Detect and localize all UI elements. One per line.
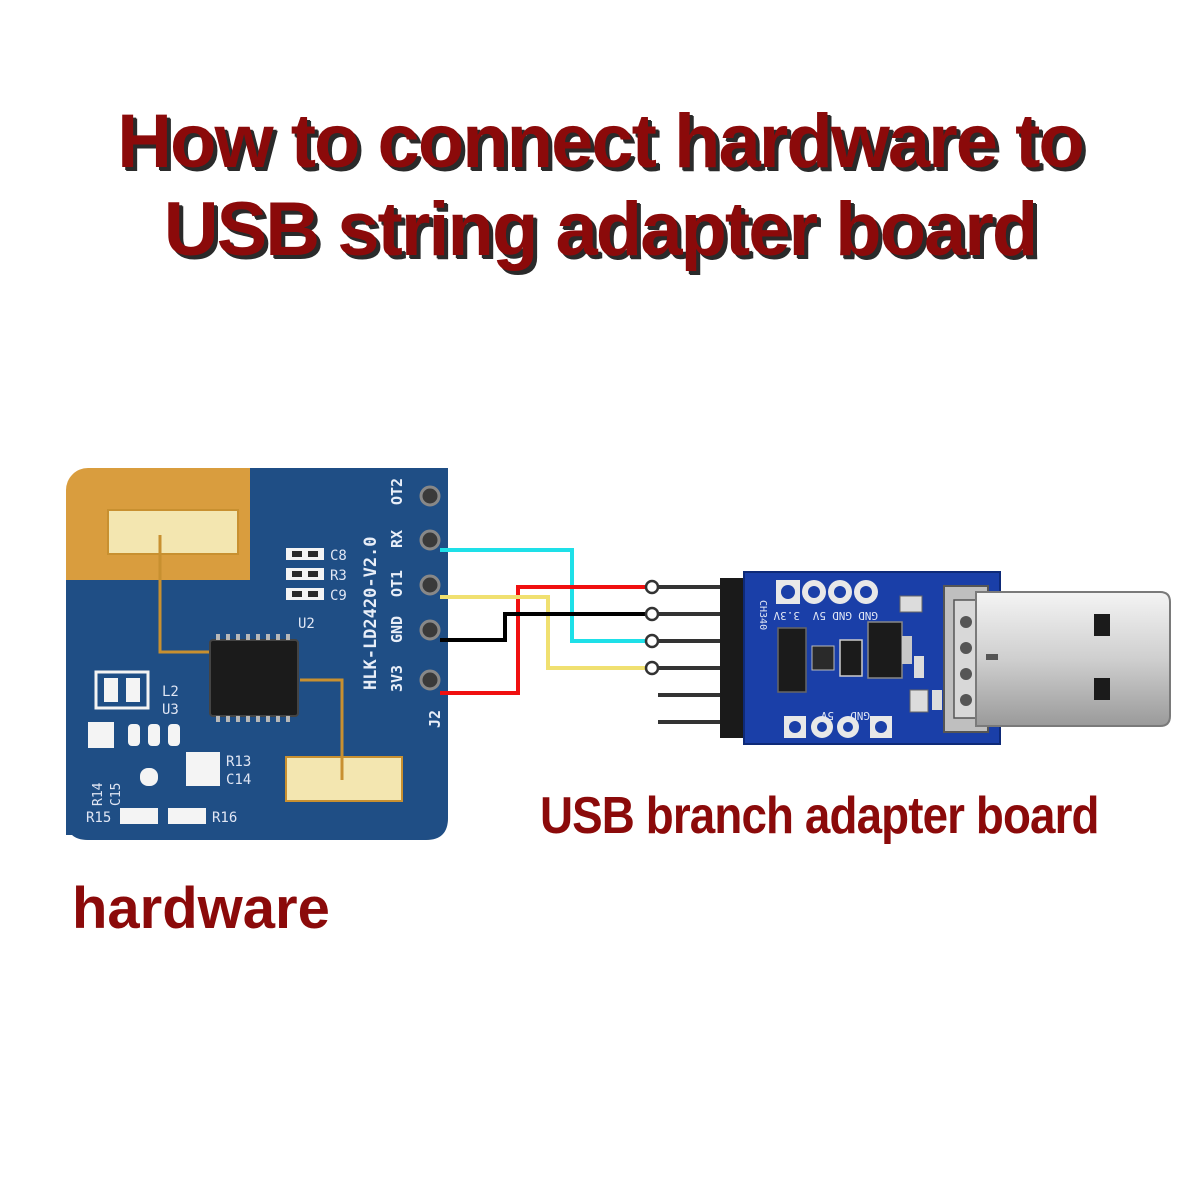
adapter-header-pins [658,585,722,724]
adapter-label-5v: 5V [812,609,826,622]
header-label-j2: J2 [426,710,444,728]
component-label-r3: R3 [330,568,347,584]
pin-label-3v3: 3V3 [388,665,406,692]
chip-label-u2: U2 [298,616,315,632]
wire-gnd-black [440,612,646,642]
component-label-u3: U3 [162,702,179,718]
voltage-regulator [867,621,903,679]
adapter-label-gnd-1: GND [832,609,852,622]
antenna-patch-top [107,509,239,555]
component-label-c9: C9 [330,588,347,604]
wire-ot1-yellow [440,595,646,670]
pin-label-ot2: OT2 [388,478,406,505]
hardware-caption: hardware [72,876,330,941]
pin-label-ot1: OT1 [388,570,406,597]
adapter-label-3v3: 3.3V [773,609,800,622]
usb-a-plug [943,585,1171,733]
wire-terminals [644,579,660,676]
component-label-r16: R16 [212,810,237,826]
component-label-c15: C15 [109,783,124,806]
title-line-1: How to connect hardware to [117,99,1085,184]
component-label-c14: C14 [226,772,251,788]
antenna-patch-bottom [285,756,403,802]
radar-module-board: HLK-LD2420-V2.0 OT2 RX OT1 GND 3V3 J2 U2… [66,468,448,840]
radar-chip [209,639,299,717]
component-label-l2: L2 [162,684,179,700]
adapter-caption: USB branch adapter board [540,787,1100,845]
adapter-top-pads [776,580,878,604]
pin-label-gnd: GND [388,616,406,643]
component-label-r14: R14 [91,782,106,806]
wire-3v3-red [440,585,646,695]
module-model-label: HLK-LD2420-V2.0 [361,536,381,690]
usb-adapter-board: 3.3V 5V GND GND 5V GND CH340 [658,571,1171,745]
wire-rx-cyan [440,548,646,643]
adapter-header-housing [720,578,746,738]
usb-serial-chip [777,627,807,693]
component-label-c8: C8 [330,548,347,564]
pin-label-rx: RX [388,530,406,548]
module-pin-header [419,485,441,691]
adapter-label-bottom-gnd: GND [850,709,870,722]
connection-wires [440,548,646,695]
component-label-r15: R15 [86,810,111,826]
adapter-label-gnd-2: GND [858,609,878,622]
adapter-label-bottom-5v: 5V [820,709,834,722]
component-label-r13: R13 [226,754,251,770]
title-line-2: USB string adapter board [163,187,1039,272]
adapter-bottom-pads [784,716,892,738]
adapter-side-label: CH340 [757,600,768,630]
